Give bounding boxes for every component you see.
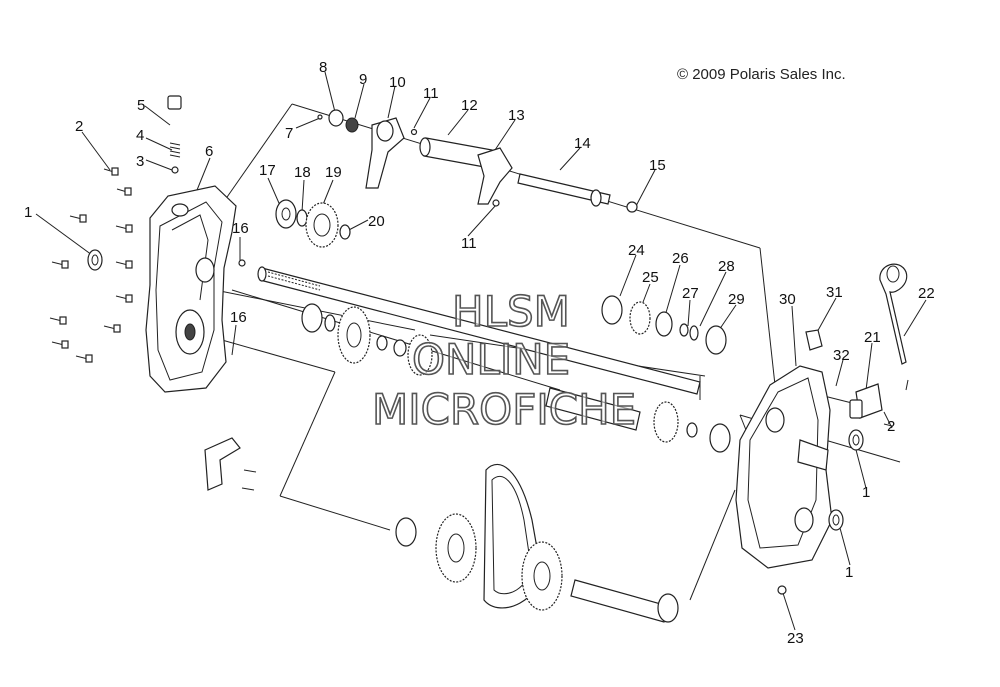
- callout-label: 13: [508, 107, 525, 124]
- callout-label: 16: [230, 309, 247, 326]
- callout-label: 17: [259, 162, 276, 179]
- callout-label: 27: [682, 285, 699, 302]
- copyright-notice: © 2009 Polaris Sales Inc.: [677, 66, 846, 83]
- detent-plug-assembly: [167, 95, 182, 174]
- callout-label: 14: [574, 135, 591, 152]
- callout-label: 1: [845, 564, 853, 581]
- watermark-line-1: HLSM: [452, 287, 570, 336]
- callout-label: 12: [461, 97, 478, 114]
- bolt-icon: [51, 260, 69, 269]
- callout-label: 30: [779, 291, 796, 308]
- bolt-icon: [115, 294, 133, 303]
- callout-label: 3: [136, 153, 144, 170]
- bolt-icon: [69, 214, 87, 223]
- callout-label: 9: [359, 71, 367, 88]
- callout-label: 11: [461, 235, 477, 252]
- callout-label: 1: [862, 484, 870, 501]
- left-bolts: [49, 167, 133, 363]
- callout-label: 11: [423, 85, 439, 102]
- bracket: [204, 437, 257, 491]
- main-shaft: [257, 266, 701, 395]
- callout-label: 28: [718, 258, 735, 275]
- callout-label: 5: [137, 97, 145, 114]
- bolt-icon: [103, 167, 119, 176]
- callout-label: 31: [826, 284, 843, 301]
- leader-lines: [35, 71, 927, 631]
- left-transmission-case: [145, 185, 237, 393]
- callout-label: 8: [319, 59, 327, 76]
- callout-label: 15: [649, 157, 666, 174]
- gear-set-upper: [238, 199, 351, 267]
- callout-label: 26: [672, 250, 689, 267]
- bolt-icon: [115, 260, 133, 269]
- watermark: HLSM ONLINE MICROFICHE: [371, 286, 637, 435]
- callout-label: 20: [368, 213, 385, 230]
- callout-label: 10: [389, 74, 406, 91]
- callout-label: 23: [787, 630, 804, 647]
- bearing-stack-right: [601, 295, 727, 355]
- callout-label: 4: [136, 127, 144, 144]
- output-shaft: [545, 387, 731, 453]
- callout-label: 29: [728, 291, 745, 308]
- bolt-icon: [116, 187, 132, 196]
- callout-label: 6: [205, 143, 213, 160]
- callout-label: 7: [285, 125, 293, 142]
- bolt-icon: [103, 324, 121, 333]
- callout-label: 2: [75, 118, 83, 135]
- callout-label: 24: [628, 242, 645, 259]
- callout-label: 16: [232, 220, 249, 237]
- shift-fork-group: [317, 109, 638, 213]
- callout-label: 19: [325, 164, 342, 181]
- callout-labels: 1 2 3 4 5 6 7 8 9 10 11 12 13 14 15 11 1…: [24, 59, 935, 647]
- bolt-icon: [115, 224, 133, 233]
- callout-label: 21: [864, 329, 881, 346]
- callout-label: 25: [642, 269, 659, 286]
- callout-label: 1: [24, 204, 32, 221]
- watermark-line-2: ONLINE: [412, 335, 570, 384]
- callout-label: 22: [918, 285, 935, 302]
- left-oil-seal: [87, 249, 103, 271]
- bolt-icon: [49, 316, 67, 325]
- right-transmission-case: [735, 365, 864, 595]
- callout-label: 32: [833, 347, 850, 364]
- watermark-line-3: MICROFICHE: [372, 385, 636, 434]
- callout-label: 2: [887, 418, 895, 435]
- chain-drive: [395, 464, 679, 623]
- bolt-icon: [75, 354, 93, 363]
- callout-label: 18: [294, 164, 311, 181]
- right-side-parts: [805, 263, 909, 427]
- bolt-icon: [51, 340, 69, 349]
